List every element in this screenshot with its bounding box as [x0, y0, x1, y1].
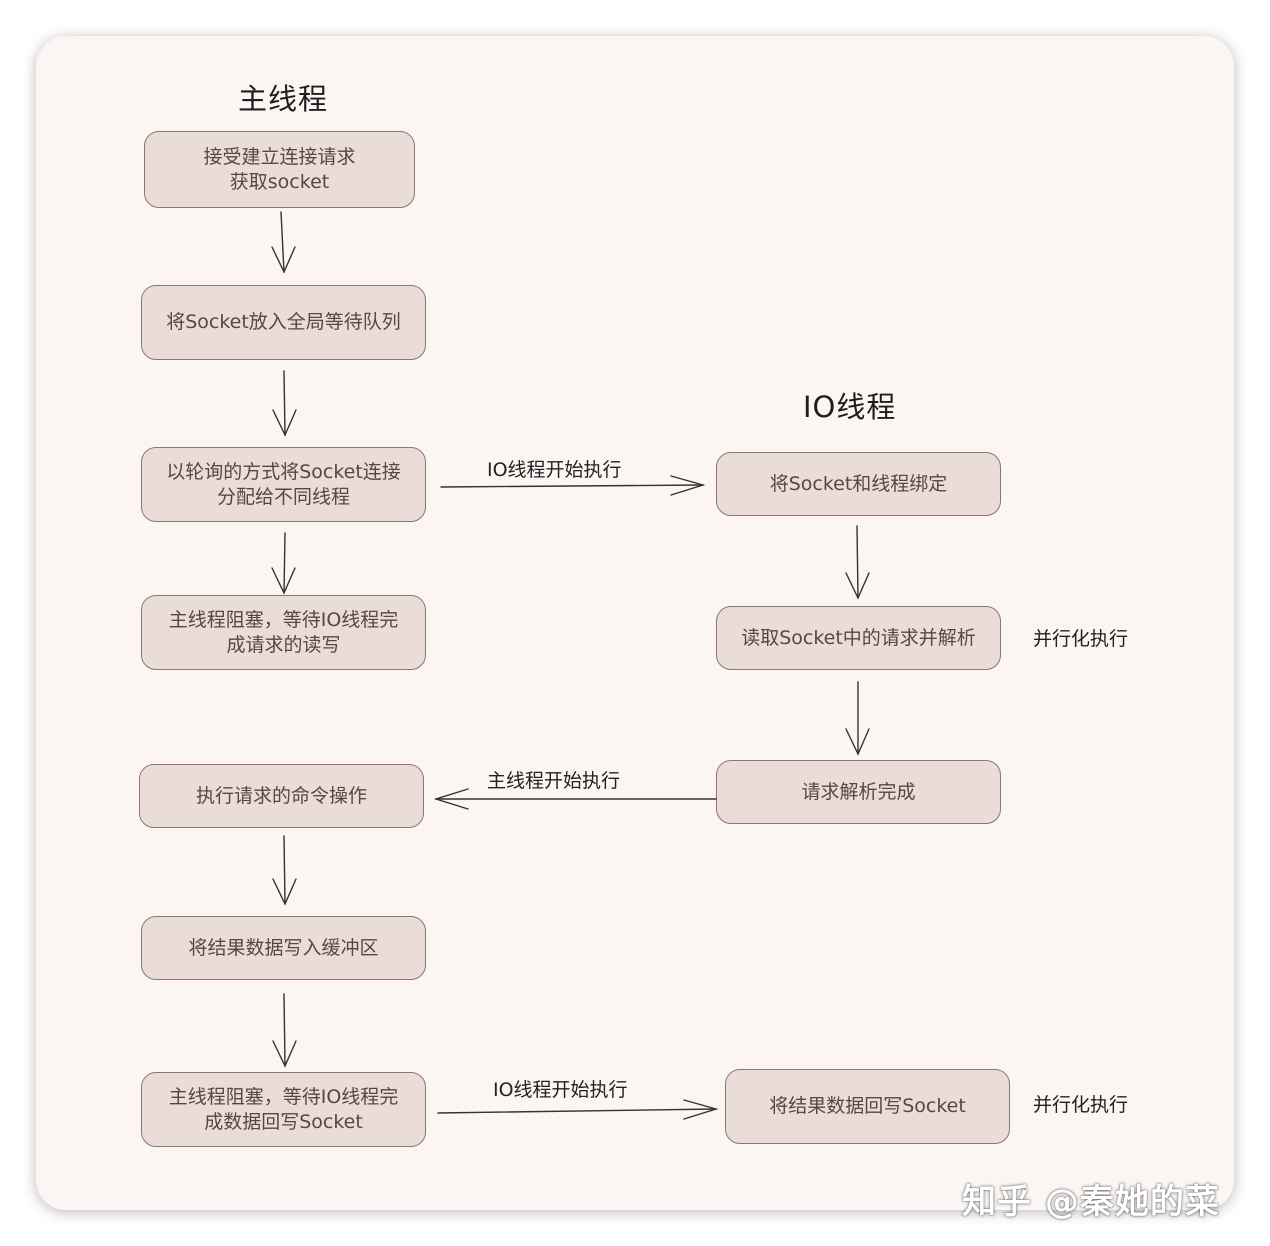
- step-main-block-read: 主线程阻塞，等待IO线程完 成请求的读写: [141, 595, 426, 670]
- arrow-5: [272, 993, 297, 1068]
- step-enqueue-socket: 将Socket放入全局等待队列: [141, 285, 426, 360]
- side-note-parallel-2: 并行化执行: [1033, 1094, 1129, 1116]
- io-step-bind-socket: 将Socket和线程绑定: [716, 452, 1001, 516]
- io-thread-heading: IO线程: [803, 390, 897, 424]
- step-text: 将结果数据回写Socket: [769, 1095, 966, 1117]
- step-text: 主线程阻塞，等待IO线程完: [168, 608, 399, 631]
- arrow-main-to-io-2: [437, 1099, 719, 1120]
- step-text: 请求解析完成: [801, 780, 916, 803]
- edge-label-main-start: 主线程开始执行: [487, 770, 621, 792]
- step-text: 成请求的读写: [226, 633, 341, 656]
- step-main-block-write: 主线程阻塞，等待IO线程完 成数据回写Socket: [141, 1072, 426, 1147]
- step-text: 将结果数据写入缓冲区: [188, 936, 379, 959]
- step-round-robin-assign: 以轮询的方式将Socket连接 分配给不同线程: [141, 447, 426, 522]
- arrow-3: [271, 532, 296, 595]
- arrow-io-2: [845, 681, 870, 756]
- step-execute-command: 执行请求的命令操作: [139, 764, 424, 828]
- io-step-write-back: 将结果数据回写Socket: [725, 1069, 1010, 1144]
- arrow-4: [272, 835, 297, 906]
- step-text: 主线程阻塞，等待IO线程完: [168, 1085, 399, 1108]
- step-write-buffer: 将结果数据写入缓冲区: [141, 916, 426, 980]
- step-accept-connection: 接受建立连接请求 获取socket: [144, 131, 415, 208]
- arrow-2: [272, 370, 297, 437]
- arrow-io-to-main: [433, 788, 717, 810]
- arrow-1: [271, 211, 296, 274]
- step-text: 分配给不同线程: [216, 485, 350, 508]
- step-text: 读取Socket中的请求并解析: [741, 626, 976, 649]
- arrow-main-to-io-1: [440, 475, 706, 496]
- step-text: 执行请求的命令操作: [195, 784, 367, 807]
- arrow-io-1: [845, 525, 870, 600]
- side-note-parallel-1: 并行化执行: [1033, 628, 1129, 650]
- edge-label-io-start-1: IO线程开始执行: [487, 459, 622, 481]
- io-step-read-parse: 读取Socket中的请求并解析: [716, 606, 1001, 670]
- edge-label-io-start-2: IO线程开始执行: [493, 1079, 628, 1101]
- step-text: 将Socket放入全局等待队列: [166, 311, 401, 333]
- watermark: 知乎 @秦她的菜: [962, 1182, 1220, 1222]
- step-text: 接受建立连接请求: [203, 145, 356, 168]
- step-text: 获取socket: [229, 170, 330, 193]
- step-text: 将Socket和线程绑定: [769, 472, 948, 495]
- step-text: 以轮询的方式将Socket连接: [166, 460, 401, 483]
- main-thread-heading: 主线程: [238, 82, 329, 116]
- step-text: 成数据回写Socket: [204, 1110, 363, 1133]
- io-step-parse-done: 请求解析完成: [716, 760, 1001, 824]
